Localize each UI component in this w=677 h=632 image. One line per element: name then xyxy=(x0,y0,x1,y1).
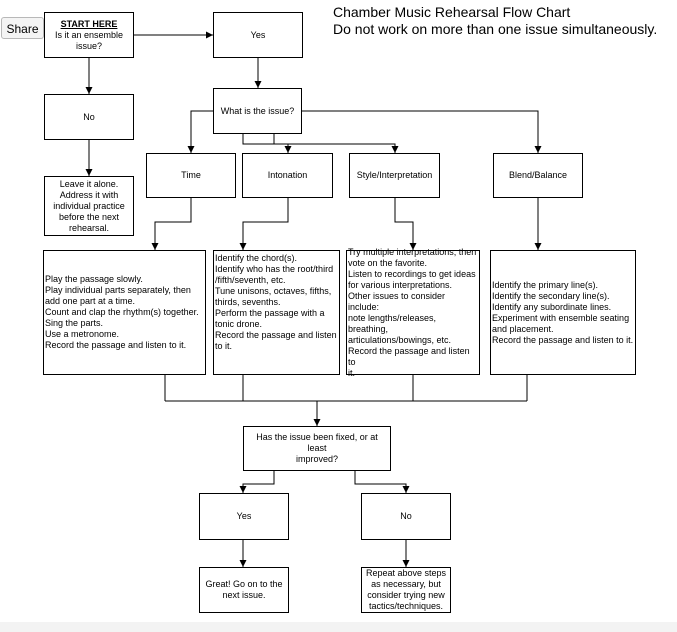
chart-title: Chamber Music Rehearsal Flow Chart Do no… xyxy=(333,4,657,38)
blend-detail-line: Identify the secondary line(s). xyxy=(492,290,610,301)
intonation-detail-line: Tune unisons, octaves, fifths, xyxy=(215,286,332,296)
blend-detail-line: and placement. xyxy=(492,323,554,334)
time-detail-line: Record the passage and listen to it. xyxy=(45,340,187,350)
page-bottom-band xyxy=(0,622,677,632)
time-detail-line: Sing the parts. xyxy=(45,318,104,328)
style-detail-line: articulations/bowings, etc. xyxy=(348,334,452,345)
node-style: Style/Interpretation xyxy=(349,153,440,198)
start-heading: START HERE xyxy=(60,18,118,29)
repeat-line: as necessary, but xyxy=(371,579,441,589)
start-line: issue? xyxy=(75,40,102,51)
node-style-detail: Try multiple interpretations, then vote … xyxy=(346,246,480,378)
arrow-what-to-intonation xyxy=(242,134,292,153)
intonation-detail-line: thirds, sevenths. xyxy=(215,297,281,307)
arrow-style-to-detail xyxy=(394,198,417,250)
arrow-time-to-detail xyxy=(151,198,192,250)
time-detail-line: Play individual parts separately, then xyxy=(45,285,191,295)
node-intonation-detail: Identify the chord(s). Identify who has … xyxy=(213,250,340,375)
node-fixed: Has the issue been fixed, or at least im… xyxy=(243,426,391,471)
fixed-line: improved? xyxy=(295,454,339,464)
style-detail-line: it. xyxy=(348,367,356,378)
arrow-what-to-blend xyxy=(302,110,542,153)
node-repeat: Repeat above steps as necessary, but con… xyxy=(361,567,451,613)
blend-detail-line: Identify any subordinate lines. xyxy=(492,301,612,312)
arrow-what-to-time xyxy=(187,110,213,153)
title-line-1: Chamber Music Rehearsal Flow Chart xyxy=(333,4,571,20)
time-label: Time xyxy=(181,170,201,180)
style-detail-line: vote on the favorite. xyxy=(348,257,428,268)
repeat-line: tactics/techniques. xyxy=(368,601,444,611)
node-no-bottom: No xyxy=(361,493,451,540)
yes-bottom-label: Yes xyxy=(236,511,252,521)
what-issue-label: What is the issue? xyxy=(220,105,295,116)
blend-label: Blend/Balance xyxy=(508,170,568,180)
leave-line: rehearsal. xyxy=(68,222,110,233)
arrow-fixed-to-yes xyxy=(239,471,275,493)
style-detail-line: Record the passage and listen to xyxy=(348,345,470,367)
node-time-detail: Play the passage slowly. Play individual… xyxy=(43,250,206,375)
intonation-detail-line: to it. xyxy=(215,341,233,351)
arrow-intonation-to-detail xyxy=(239,198,289,250)
node-yes-top: Yes xyxy=(213,12,303,58)
style-detail-line: Try multiple interpretations, then xyxy=(348,246,477,257)
blend-detail-line: Record the passage and listen to it. xyxy=(492,334,634,345)
time-detail-line: Use a metronome. xyxy=(45,329,120,339)
arrow-what-to-style xyxy=(273,134,399,153)
repeat-line: consider trying new xyxy=(367,590,445,600)
blend-detail-line: Experiment with ensemble seating xyxy=(492,312,630,323)
share-button[interactable]: Share xyxy=(1,17,44,39)
no-top-label: No xyxy=(83,111,95,122)
style-detail-line: note lengths/releases, breathing, xyxy=(348,312,437,334)
node-intonation: Intonation xyxy=(242,153,333,198)
node-start: START HERE Is it an ensemble issue? xyxy=(44,12,134,58)
style-label: Style/Interpretation xyxy=(356,170,433,180)
time-detail-line: Count and clap the rhythm(s) together. xyxy=(45,307,199,317)
node-blend-detail: Identify the primary line(s). Identify t… xyxy=(490,250,636,375)
leave-line: Address it with xyxy=(59,189,119,200)
fixed-line: Has the issue been fixed, or at least xyxy=(256,432,378,453)
intonation-detail-line: Record the passage and listen xyxy=(215,330,337,340)
repeat-line: Repeat above steps xyxy=(365,568,447,578)
intonation-detail-line: Perform the passage with a xyxy=(215,308,325,318)
time-detail-line: add one part at a time. xyxy=(45,296,136,306)
node-yes-bottom: Yes xyxy=(199,493,289,540)
time-detail-line: Play the passage slowly. xyxy=(45,274,143,284)
intonation-label: Intonation xyxy=(267,170,308,180)
style-detail-line: Listen to recordings to get ideas xyxy=(348,268,476,279)
blend-detail-line: Identify the primary line(s). xyxy=(492,279,599,290)
leave-line: Leave it alone. xyxy=(59,178,119,189)
great-line: Great! Go on to the xyxy=(205,579,283,589)
node-time: Time xyxy=(146,153,236,198)
node-no-top: No xyxy=(44,94,134,140)
intonation-detail-line: tonic drone. xyxy=(215,319,263,329)
style-detail-line: Other issues to consider include: xyxy=(348,290,446,312)
yes-top-label: Yes xyxy=(250,29,266,40)
title-line-2: Do not work on more than one issue simul… xyxy=(333,21,658,37)
intonation-detail-line: /fifth/seventh, etc. xyxy=(215,275,286,285)
node-what-issue: What is the issue? xyxy=(213,88,302,134)
leave-line: before the next xyxy=(58,211,120,222)
node-great: Great! Go on to the next issue. xyxy=(199,567,289,613)
intonation-detail-line: Identify the chord(s). xyxy=(215,253,298,263)
leave-line: individual practice xyxy=(53,200,125,211)
intonation-detail-line: Identify who has the root/third xyxy=(215,264,334,274)
node-blend: Blend/Balance xyxy=(493,153,583,198)
node-leave-it: Leave it alone. Address it with individu… xyxy=(44,176,134,236)
no-bottom-label: No xyxy=(400,511,412,521)
great-line: next issue. xyxy=(222,590,266,600)
arrow-fixed-to-no xyxy=(354,471,410,493)
start-line: Is it an ensemble xyxy=(54,29,124,40)
style-detail-line: for various interpretations. xyxy=(348,279,453,290)
